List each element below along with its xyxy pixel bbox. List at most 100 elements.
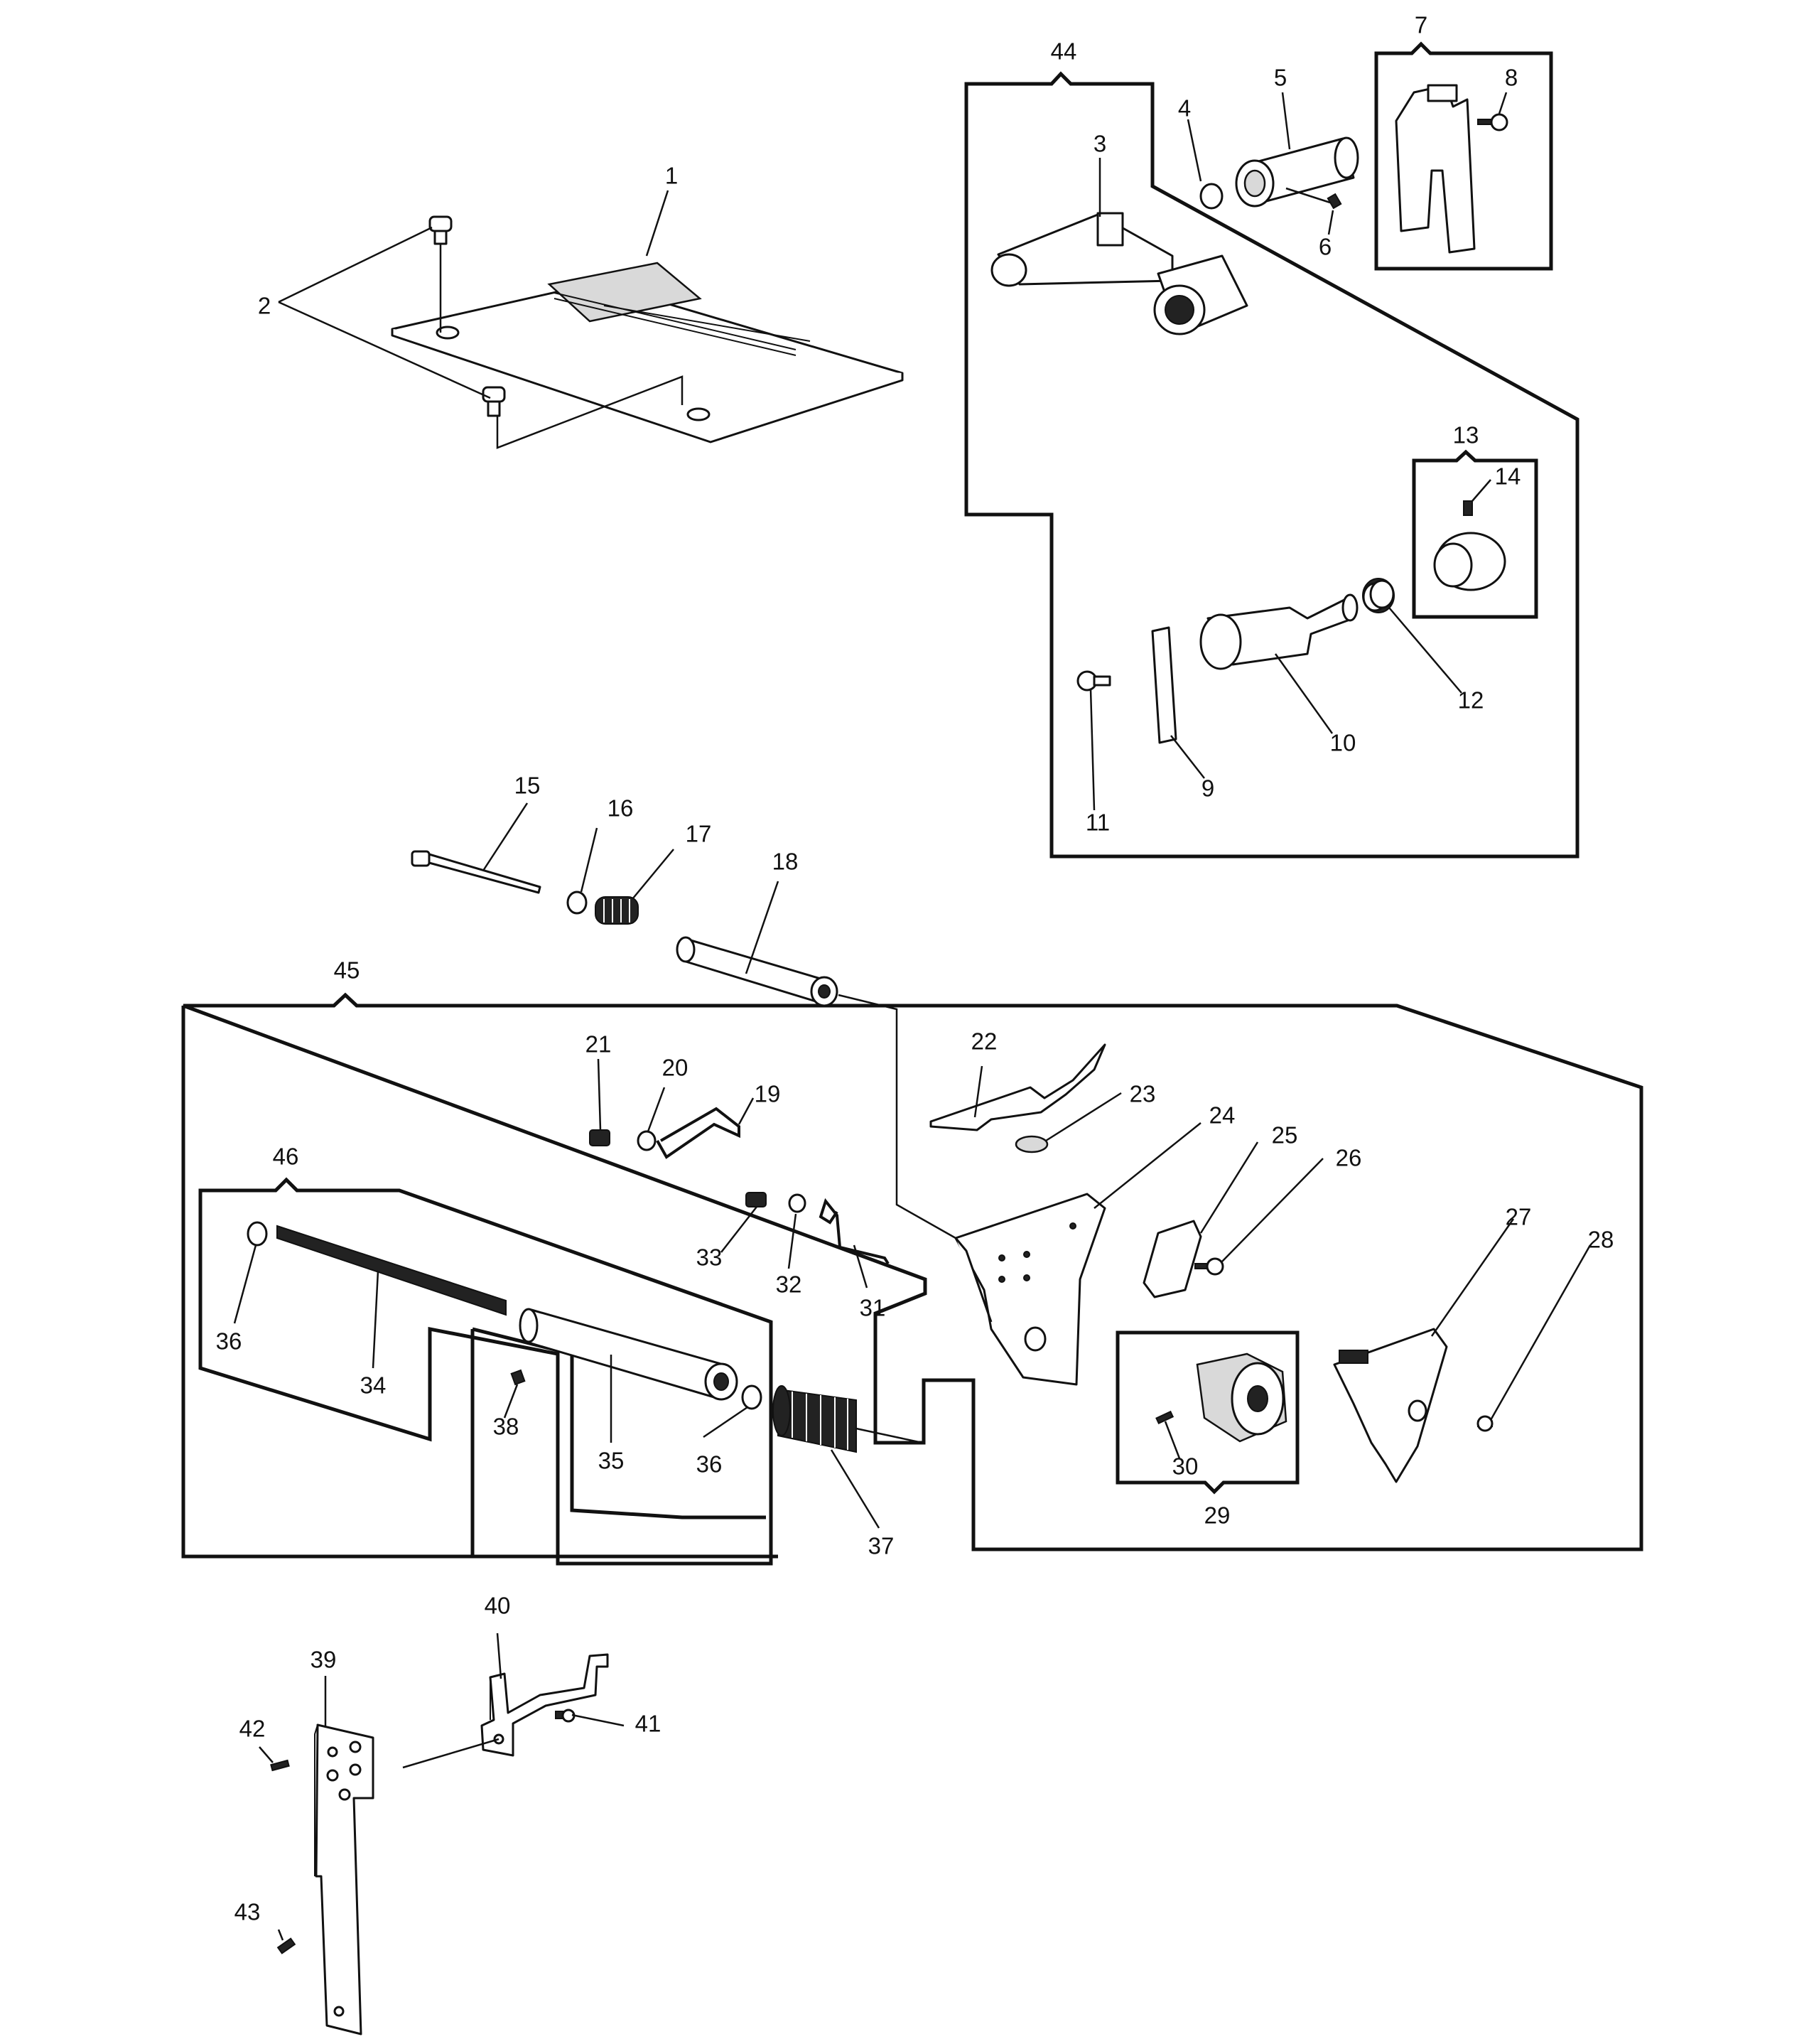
part-label-27: 27 — [1506, 1204, 1532, 1230]
screw-21-drawing — [589, 1129, 610, 1146]
part-label-7: 7 — [1415, 12, 1427, 38]
washer-32-drawing — [788, 1193, 806, 1213]
part-label-24: 24 — [1209, 1102, 1236, 1129]
assembly-boxes — [181, 41, 1643, 1566]
part-label-32: 32 — [776, 1271, 802, 1298]
leader-lines — [233, 92, 1592, 1941]
part-label-43: 43 — [234, 1899, 261, 1925]
screw-28-drawing — [1476, 1415, 1494, 1432]
threaded-rod-34-drawing — [276, 1225, 507, 1316]
part-label-31: 31 — [860, 1295, 886, 1321]
part-label-39: 39 — [310, 1647, 337, 1673]
collar-13-drawing — [1433, 500, 1506, 591]
lever-arm-drawing — [990, 212, 1248, 335]
shaft-10-drawing — [1199, 593, 1359, 670]
part-label-38: 38 — [493, 1414, 519, 1440]
set-screw-6-drawing — [1327, 193, 1342, 210]
part-label-5: 5 — [1274, 65, 1287, 91]
clip-36-drawing — [247, 1221, 762, 1410]
screw-41-drawing — [555, 1709, 576, 1723]
spring-37-drawing — [772, 1385, 857, 1453]
plate-9-drawing — [1151, 626, 1177, 744]
part-label-29: 29 — [1204, 1502, 1231, 1529]
part-label-42: 42 — [239, 1716, 266, 1742]
knob-29-drawing — [1196, 1352, 1287, 1443]
screw-26-drawing — [1194, 1257, 1224, 1276]
part-drawings — [247, 84, 1508, 2035]
part-label-18: 18 — [772, 849, 799, 875]
part-label-12: 12 — [1458, 687, 1484, 714]
screw-43-drawing — [276, 1937, 296, 1954]
part-label-46: 46 — [273, 1144, 299, 1170]
assembly-box-44 — [964, 71, 1580, 859]
part-label-34: 34 — [360, 1372, 387, 1399]
part-label-26: 26 — [1336, 1145, 1362, 1171]
screw-30-drawing — [1155, 1410, 1174, 1425]
part-label-40: 40 — [485, 1593, 511, 1619]
spring-17-drawing — [595, 896, 639, 925]
part-label-35: 35 — [598, 1448, 625, 1474]
plate-22-drawing — [929, 1043, 1106, 1131]
part-labels: 1 2 3 4 5 6 7 8 9 10 11 12 13 14 15 16 1… — [216, 12, 1614, 1925]
wire-19-drawing — [656, 1107, 740, 1159]
washer-16-drawing — [566, 891, 588, 915]
part-label-20: 20 — [662, 1055, 688, 1081]
bracket-24-drawing — [954, 1193, 1106, 1386]
plate-25-drawing — [1143, 1220, 1202, 1298]
wire-31-drawing — [819, 1198, 890, 1265]
lever-27-drawing — [1333, 1328, 1448, 1483]
part-label-15: 15 — [514, 773, 541, 799]
part-label-3: 3 — [1094, 131, 1106, 157]
part-label-21: 21 — [585, 1031, 612, 1058]
part-label-44: 44 — [1051, 38, 1077, 65]
assembly-box-29 — [1116, 1330, 1300, 1495]
roller-35-drawing — [519, 1308, 738, 1401]
part-label-4: 4 — [1178, 95, 1191, 122]
part-label-8: 8 — [1505, 65, 1518, 91]
washer-23-drawing — [1015, 1135, 1049, 1153]
screw-11-drawing — [1076, 670, 1111, 692]
bushing-5-drawing — [1235, 136, 1359, 208]
assembly-box-7 — [1374, 41, 1553, 271]
part-label-37: 37 — [868, 1533, 895, 1559]
assembly-box-45-outline — [181, 1006, 778, 1559]
part-label-9: 9 — [1202, 775, 1214, 802]
fork-7-drawing — [1395, 84, 1476, 254]
assembly-box-45 — [183, 992, 1643, 1551]
part-label-30: 30 — [1172, 1453, 1199, 1480]
part-label-11: 11 — [1086, 809, 1110, 836]
washer-4-drawing — [1199, 183, 1224, 210]
part-label-14: 14 — [1495, 463, 1521, 490]
screw-42-drawing — [270, 1759, 290, 1772]
rod-18-drawing — [676, 936, 838, 1007]
part-label-45: 45 — [334, 957, 360, 984]
part-label-2: 2 — [258, 293, 271, 319]
part-label-36a: 36 — [216, 1328, 242, 1355]
part-label-28: 28 — [1588, 1227, 1614, 1253]
part-label-25: 25 — [1272, 1122, 1298, 1149]
part-label-13: 13 — [1453, 422, 1479, 448]
part-label-22: 22 — [971, 1028, 998, 1055]
screw-33-drawing — [745, 1192, 767, 1207]
part-label-41: 41 — [635, 1711, 662, 1737]
plate-screw-drawing — [428, 215, 506, 417]
part-label-23: 23 — [1130, 1081, 1156, 1107]
set-screw-38-drawing — [510, 1369, 526, 1386]
part-label-1: 1 — [665, 163, 678, 189]
part-label-36b: 36 — [696, 1451, 723, 1478]
assembly-box-46 — [198, 1177, 773, 1566]
part-label-6: 6 — [1319, 234, 1332, 260]
feed-plate-drawing — [391, 262, 904, 443]
part-label-19: 19 — [755, 1081, 781, 1107]
screw-8-drawing — [1477, 113, 1508, 131]
washer-20-drawing — [637, 1130, 657, 1151]
assembly-box-13 — [1412, 449, 1538, 619]
part-label-17: 17 — [686, 821, 712, 847]
long-screw-15-drawing — [411, 850, 541, 894]
part-label-16: 16 — [608, 795, 634, 822]
part-label-10: 10 — [1330, 730, 1356, 756]
long-plate-39-drawing — [314, 1723, 374, 2035]
part-label-33: 33 — [696, 1244, 723, 1271]
spring-12-drawing — [1362, 578, 1395, 613]
